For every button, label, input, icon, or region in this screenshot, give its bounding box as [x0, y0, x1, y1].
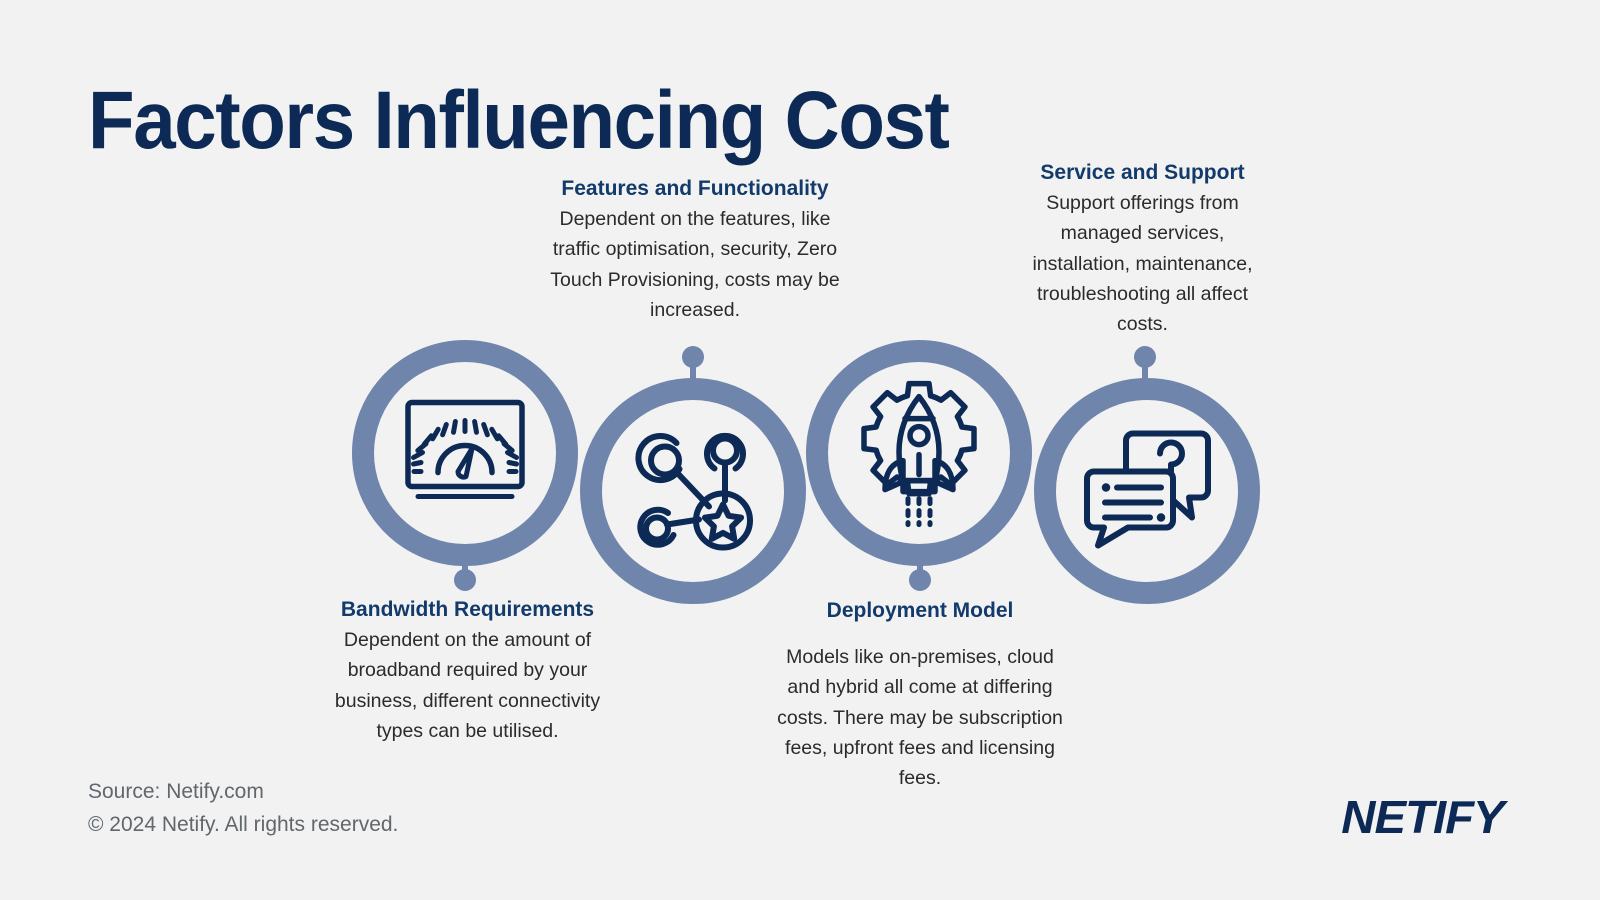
page-title: Factors Influencing Cost	[88, 75, 950, 166]
connector-dot-service	[1134, 346, 1156, 368]
factor-body-features: Dependent on the features, like traffic …	[550, 208, 840, 321]
footer-copyright: © 2024 Netify. All rights reserved.	[88, 813, 399, 837]
connector-stem-service	[1142, 358, 1148, 384]
factor-circle-service[interactable]	[1034, 378, 1260, 604]
factor-text-bandwidth: Bandwidth Requirements Dependent on the …	[325, 597, 610, 746]
speedometer-icon	[400, 399, 530, 508]
footer: Source: Netify.com © 2024 Netify. All ri…	[88, 775, 398, 841]
factor-circle-features[interactable]	[580, 378, 806, 604]
factor-body-deployment: Models like on-premises, cloud and hybri…	[777, 646, 1063, 790]
factor-circle-bandwidth[interactable]	[352, 340, 578, 566]
factor-text-features: Features and Functionality Dependent on …	[545, 176, 845, 325]
rocket-gear-icon	[856, 379, 982, 534]
connector-dot-features	[682, 346, 704, 368]
factor-text-deployment: Deployment Model Models like on-premises…	[770, 598, 1070, 793]
connector-stem-features	[690, 358, 696, 384]
network-star-icon	[629, 425, 757, 558]
connector-dot-bandwidth	[454, 569, 476, 591]
factor-heading-service: Service and Support	[1040, 161, 1245, 184]
factor-text-service: Service and Support Support offerings fr…	[1010, 160, 1275, 339]
factor-body-bandwidth: Dependent on the amount of broadband req…	[334, 629, 601, 742]
chat-question-icon	[1081, 426, 1213, 557]
factor-heading-deployment: Deployment Model	[826, 599, 1014, 622]
factor-heading-bandwidth: Bandwidth Requirements	[340, 598, 595, 621]
factor-heading-features: Features and Functionality	[561, 177, 829, 200]
connector-dot-deployment	[909, 569, 931, 591]
factor-body-service: Support offerings from managed services,…	[1032, 192, 1253, 336]
netify-logo: NETIFY	[1341, 791, 1505, 843]
footer-source: Source: Netify.com	[88, 780, 264, 803]
factor-circle-deployment[interactable]	[806, 340, 1032, 566]
